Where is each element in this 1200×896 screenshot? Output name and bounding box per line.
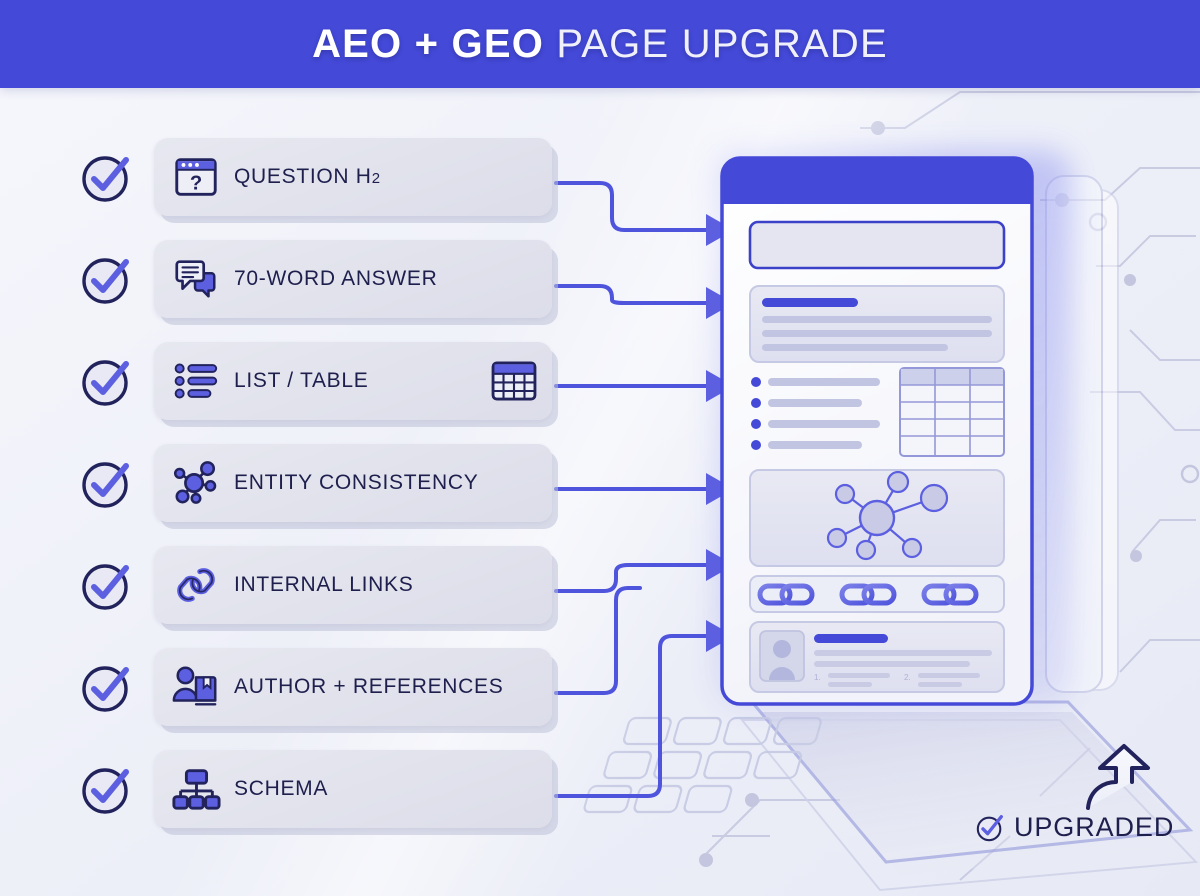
chat-bubbles-icon bbox=[170, 253, 222, 305]
page-title: AEO + GEO PAGE UPGRADE bbox=[312, 22, 888, 67]
page-title-strong: AEO + GEO bbox=[312, 21, 545, 66]
checklist-item-70-word-answer[interactable]: 70-WORD ANSWER bbox=[78, 240, 558, 318]
checklist-item-internal-links[interactable]: INTERNAL LINKS bbox=[78, 546, 558, 624]
item-card[interactable]: INTERNAL LINKS bbox=[154, 546, 552, 624]
item-label-main: QUESTION H bbox=[234, 165, 372, 188]
item-card[interactable]: SCHEMA bbox=[154, 750, 552, 828]
item-label-main: ENTITY CONSISTENCY bbox=[234, 471, 479, 494]
upgraded-page-preview: 1. 2. bbox=[690, 110, 1110, 810]
item-label-main: 70-WORD ANSWER bbox=[234, 267, 438, 290]
table-icon bbox=[490, 359, 538, 403]
item-card[interactable]: 70-WORD ANSWER bbox=[154, 240, 552, 318]
ref-number-1: 1. bbox=[814, 673, 821, 682]
author-book-icon bbox=[170, 661, 222, 713]
upgraded-badge: UPGRADED bbox=[975, 812, 1174, 843]
check-circle-icon bbox=[82, 156, 129, 202]
item-label: ENTITY CONSISTENCY bbox=[234, 471, 478, 495]
ref-number-2: 2. bbox=[904, 673, 911, 682]
item-label: AUTHOR + REFERENCES bbox=[234, 675, 503, 699]
svg-text:?: ? bbox=[190, 173, 202, 195]
check-circle-icon bbox=[82, 462, 129, 508]
item-card[interactable]: ENTITY CONSISTENCY bbox=[154, 444, 552, 522]
upgraded-label: UPGRADED bbox=[1014, 812, 1175, 842]
check-circle-icon bbox=[82, 564, 129, 610]
item-label-sub: 2 bbox=[371, 170, 381, 187]
item-card[interactable]: LIST / TABLE bbox=[154, 342, 552, 420]
item-label: LIST / TABLE bbox=[234, 369, 368, 393]
item-card[interactable]: AUTHOR + REFERENCES bbox=[154, 648, 552, 726]
check-circle-icon bbox=[82, 258, 129, 304]
check-circle-icon bbox=[82, 768, 129, 814]
answer-block bbox=[749, 285, 1005, 363]
browser-question-icon: ? bbox=[170, 151, 222, 203]
checklist-item-list-table[interactable]: LIST / TABLE bbox=[78, 342, 558, 420]
item-card[interactable]: ? QUESTION H2 bbox=[154, 138, 552, 216]
sitemap-icon bbox=[170, 763, 222, 815]
item-label: INTERNAL LINKS bbox=[234, 573, 413, 597]
page-header-bar bbox=[722, 158, 1032, 204]
checklist: ? QUESTION H2 bbox=[78, 138, 558, 828]
author-block: 1. 2. bbox=[749, 621, 1005, 693]
item-label-main: SCHEMA bbox=[234, 777, 329, 800]
item-label: QUESTION H2 bbox=[234, 165, 381, 189]
item-label: 70-WORD ANSWER bbox=[234, 267, 438, 291]
check-circle-icon bbox=[82, 360, 129, 406]
links-block bbox=[749, 575, 1005, 613]
checklist-item-schema[interactable]: SCHEMA bbox=[78, 750, 558, 828]
checklist-item-question-h2[interactable]: ? QUESTION H2 bbox=[78, 138, 558, 216]
item-label-main: AUTHOR + REFERENCES bbox=[234, 675, 504, 698]
table-block bbox=[899, 367, 1005, 457]
entity-block bbox=[749, 469, 1005, 567]
header-banner: AEO + GEO PAGE UPGRADE bbox=[0, 0, 1200, 88]
item-label: SCHEMA bbox=[234, 777, 328, 801]
checklist-item-author-references[interactable]: AUTHOR + REFERENCES bbox=[78, 648, 558, 726]
check-circle-icon bbox=[976, 814, 1003, 841]
chain-link-icon bbox=[170, 559, 222, 611]
check-circle-icon bbox=[82, 666, 129, 712]
checklist-item-entity-consistency[interactable]: ENTITY CONSISTENCY bbox=[78, 444, 558, 522]
bullet-list-icon bbox=[170, 355, 222, 407]
curved-up-arrow-icon bbox=[1086, 744, 1150, 810]
item-label-main: INTERNAL LINKS bbox=[234, 573, 414, 596]
item-label-main: LIST / TABLE bbox=[234, 369, 369, 392]
entity-graph-icon bbox=[170, 457, 222, 509]
title-block bbox=[748, 220, 1006, 270]
page-title-light: PAGE UPGRADE bbox=[544, 21, 888, 66]
